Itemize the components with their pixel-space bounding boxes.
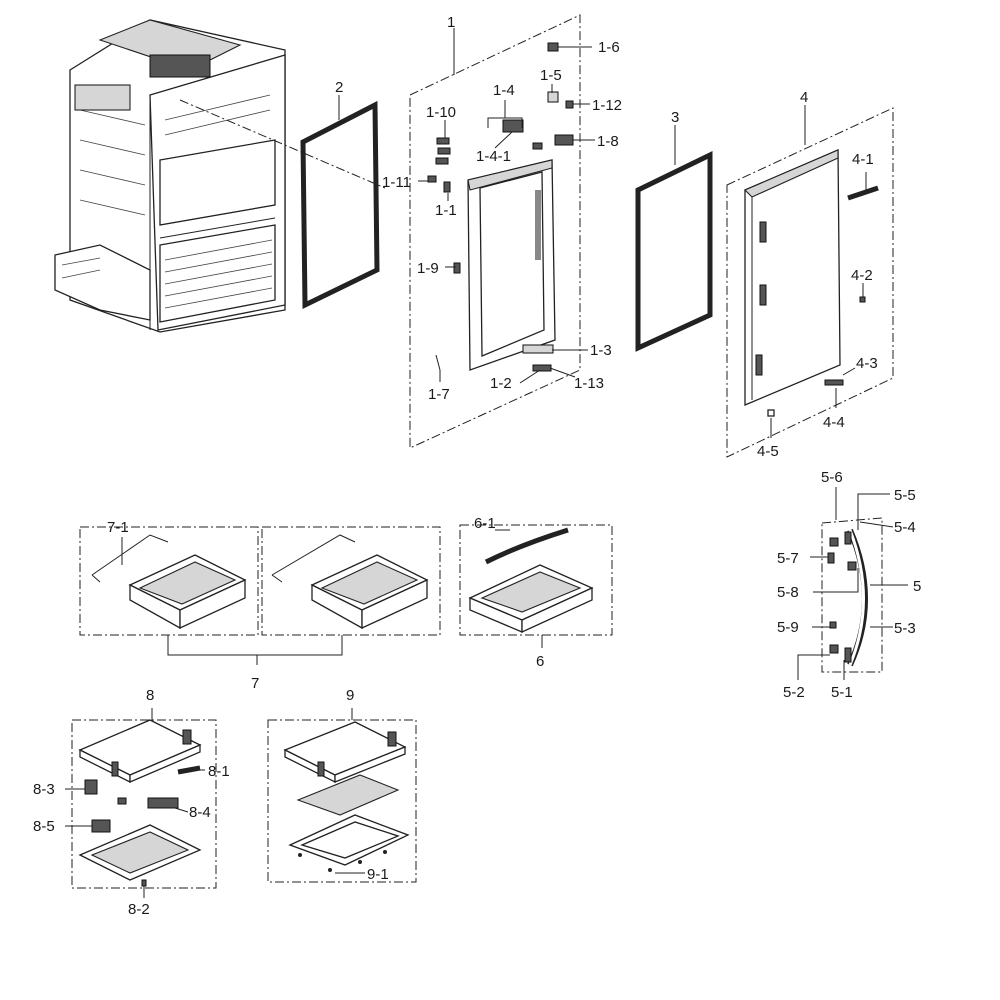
callout-9: 9 [346,687,354,704]
callout-9-1: 9-1 [367,866,389,883]
assembly-1-boundary [409,14,581,449]
callout-8-4: 8-4 [189,804,211,821]
assembly-9-boundary [267,719,417,883]
callout-1-5: 1-5 [540,67,562,84]
callout-1-6: 1-6 [598,39,620,56]
gasket-3 [635,151,713,352]
bin-7-right [271,534,429,630]
callout-labels: 1 1-6 1-5 1-4 1-12 1-10 1-8 1-4-1 1-11 1… [33,14,921,918]
tray-6 [468,527,594,634]
callout-5-9: 5-9 [777,619,799,636]
callout-4-3: 4-3 [856,355,878,372]
callout-5-3: 5-3 [894,620,916,637]
callout-5-7: 5-7 [777,550,799,567]
callout-1-7: 1-7 [428,386,450,403]
callout-1-11: 1-11 [382,174,411,191]
callout-8-2: 8-2 [128,901,150,918]
callout-1-4-1: 1-4-1 [476,148,511,165]
callout-1-2: 1-2 [490,375,512,392]
assembly-5-boundary [821,517,883,673]
callout-1-12: 1-12 [592,97,622,114]
callout-5-6: 5-6 [821,469,843,486]
cover-8 [78,719,202,887]
callout-4-5: 4-5 [757,443,779,460]
callout-1: 1 [447,14,455,31]
callout-1-10: 1-10 [426,104,456,121]
callout-7: 7 [251,675,259,692]
callout-5-1: 5-1 [831,684,853,701]
handle-5 [827,528,868,667]
callout-6: 6 [536,653,544,670]
callout-8-5: 8-5 [33,818,55,835]
leader-lines [65,28,908,898]
callout-4-1: 4-1 [852,151,874,168]
callout-7-1: 7-1 [107,519,129,536]
door-liner-1 [467,159,556,372]
callout-8-1: 8-1 [208,763,230,780]
callout-5-2: 5-2 [783,684,805,701]
door-4 [744,149,879,417]
assembly-7-left-boundary [79,526,259,636]
assembly-4-boundary [726,107,894,458]
callout-5-5: 5-5 [894,487,916,504]
bracket-7 [167,635,343,656]
cover-9 [283,721,410,872]
bin-7-left [91,534,247,630]
callout-8: 8 [146,687,154,704]
callout-5-8: 5-8 [777,584,799,601]
callout-4-4: 4-4 [823,414,845,431]
assembly-6-boundary [459,524,613,636]
callout-4-2: 4-2 [851,267,873,284]
callout-5: 5 [913,578,921,595]
gasket-2 [300,100,380,309]
callout-6-1: 6-1 [474,515,496,532]
small-parts-1 [427,42,574,371]
callout-1-13: 1-13 [574,375,604,392]
refrigerator-cabinet [54,19,386,333]
callout-3: 3 [671,109,679,126]
assembly-8-boundary [71,719,217,889]
assembly-7-right-boundary [261,526,441,636]
callout-2: 2 [335,79,343,96]
callout-4: 4 [800,89,808,106]
callout-1-1: 1-1 [435,202,457,219]
callout-1-3: 1-3 [590,342,612,359]
callout-5-4: 5-4 [894,519,916,536]
callout-1-9: 1-9 [417,260,439,277]
callout-1-4: 1-4 [493,82,515,99]
callout-1-8: 1-8 [597,133,619,150]
callout-8-3: 8-3 [33,781,55,798]
